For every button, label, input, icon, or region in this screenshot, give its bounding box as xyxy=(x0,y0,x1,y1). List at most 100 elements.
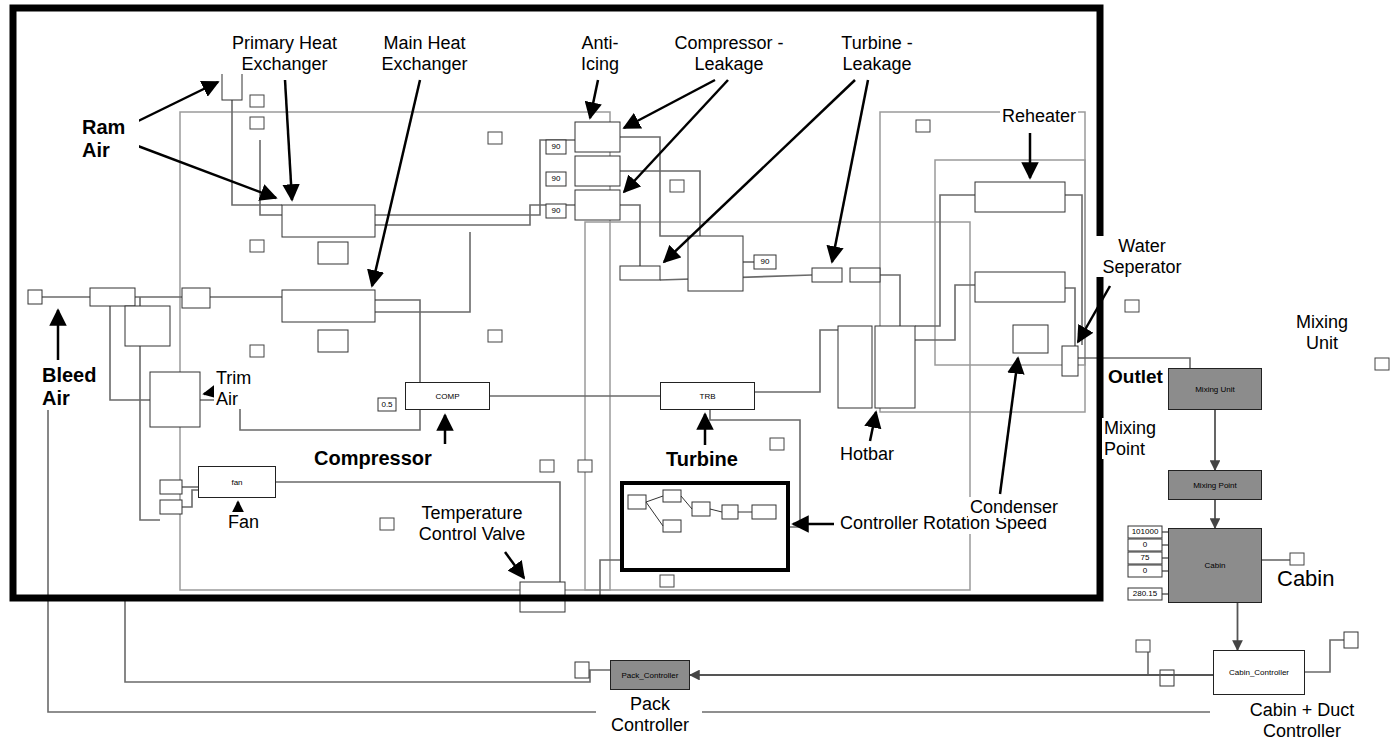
controller-internals xyxy=(646,496,663,502)
signal-wire xyxy=(375,232,470,312)
signal-wire xyxy=(743,261,754,263)
simulink-block: fan xyxy=(198,466,276,498)
signal-connector xyxy=(690,674,1213,676)
simulink-block xyxy=(754,255,776,269)
leader-arrow xyxy=(505,552,524,578)
callout-label: Trim Air xyxy=(214,368,268,409)
signal-wire xyxy=(1262,559,1290,561)
block-label: COMP xyxy=(436,392,460,401)
signal-wire xyxy=(210,296,282,298)
controller-internals xyxy=(663,520,681,532)
simulink-block xyxy=(812,268,842,282)
simulink-block xyxy=(1128,539,1162,551)
simulink-block xyxy=(160,480,182,494)
signal-wire xyxy=(880,275,900,326)
scope-symbol xyxy=(250,345,264,357)
simulink-block xyxy=(378,398,396,411)
signal-wire xyxy=(232,100,282,205)
scope-symbol xyxy=(1290,553,1304,565)
callout-label: Outlet xyxy=(1106,366,1165,388)
scope-symbol xyxy=(1375,358,1389,370)
callout-label: Cabin xyxy=(1275,566,1336,591)
callout-label: Mixing Unit xyxy=(1280,312,1364,353)
simulink-block xyxy=(688,236,743,291)
callout-label: Pack Controller xyxy=(598,694,702,735)
controller-internals xyxy=(681,496,692,509)
signal-connector xyxy=(1214,410,1216,470)
scope-symbol xyxy=(250,240,264,252)
simulink-block xyxy=(1128,552,1162,564)
leader-arrow xyxy=(128,82,218,126)
constant-value: 0 xyxy=(1128,565,1162,577)
simulink-block xyxy=(1128,588,1162,600)
scope-symbol xyxy=(1136,640,1150,652)
simulink-block: TRB xyxy=(660,382,755,410)
callout-label: Turbine xyxy=(664,448,740,471)
block-label: fan xyxy=(231,478,242,487)
scope-symbol xyxy=(250,95,264,107)
leader-arrow xyxy=(204,392,214,394)
leader-arrow xyxy=(237,502,240,511)
simulink-block: COMP xyxy=(405,382,490,410)
leader-arrow xyxy=(57,310,60,360)
subsystem-block: Pack_Controller xyxy=(610,660,690,690)
leader-arrow xyxy=(58,80,1110,578)
callout-label: Water Seperator xyxy=(1090,236,1194,277)
scope-symbol xyxy=(250,117,264,129)
callout-label: Ram Air xyxy=(80,116,139,162)
scope-symbol xyxy=(660,575,674,587)
callout-label: Reheater xyxy=(1000,106,1078,127)
controller-internals xyxy=(722,505,738,519)
signal-wire xyxy=(375,205,575,225)
signal-wire xyxy=(1065,195,1082,345)
scope-symbol xyxy=(670,180,684,192)
leader-arrow xyxy=(704,414,707,445)
constant-value: 0 xyxy=(1128,539,1162,551)
simulink-block xyxy=(318,330,348,352)
simulink-block xyxy=(1160,670,1174,686)
constant-value: 75 xyxy=(1128,552,1162,564)
signal-connector xyxy=(1214,500,1216,528)
signal-wire xyxy=(915,195,975,326)
simulink-block xyxy=(318,242,348,264)
scope-symbol xyxy=(488,132,502,144)
signal-wire xyxy=(755,330,838,392)
signal-wire xyxy=(182,490,198,507)
simulink-block xyxy=(975,182,1065,212)
block-label: TRB xyxy=(700,392,716,401)
block-label: Cabin xyxy=(1205,561,1226,570)
signal-wire xyxy=(702,711,1210,713)
leader-arrow xyxy=(285,80,292,200)
signal-wire xyxy=(42,100,1344,712)
controller-internals xyxy=(692,502,710,516)
constant-value: 0.5 xyxy=(378,398,396,411)
constant-value: 90 xyxy=(546,204,566,218)
simulink-block xyxy=(875,326,915,408)
leader-arrow xyxy=(624,80,728,192)
signal-wire xyxy=(565,560,622,597)
callout-label: Turbine - Leakage xyxy=(815,33,939,74)
simulink-block: Cabin_Controller xyxy=(1213,650,1305,695)
scope-symbol xyxy=(770,438,784,450)
block-label: Mixing Point xyxy=(1193,481,1237,490)
simulink-block xyxy=(160,500,182,514)
leader-arrow xyxy=(624,80,715,128)
scope-symbol xyxy=(250,95,1389,652)
controller-internals xyxy=(710,509,722,512)
simulink-block xyxy=(975,272,1065,302)
constant-value: 90 xyxy=(754,255,776,269)
signal-connector xyxy=(1237,603,1239,650)
subsystem-block: Mixing Unit xyxy=(1168,368,1262,410)
leader-arrow xyxy=(1029,133,1032,178)
leader-arrow xyxy=(832,80,868,262)
callout-label: Compressor - Leakage xyxy=(657,33,801,74)
signal-wire xyxy=(375,140,575,215)
simulink-block xyxy=(575,190,620,220)
signal-wire xyxy=(276,482,560,582)
scope-symbol xyxy=(380,518,394,530)
controller-internals xyxy=(628,490,776,532)
controller-internals xyxy=(752,505,776,519)
simulink-block xyxy=(1062,346,1078,376)
subsystem-outline xyxy=(585,222,970,590)
